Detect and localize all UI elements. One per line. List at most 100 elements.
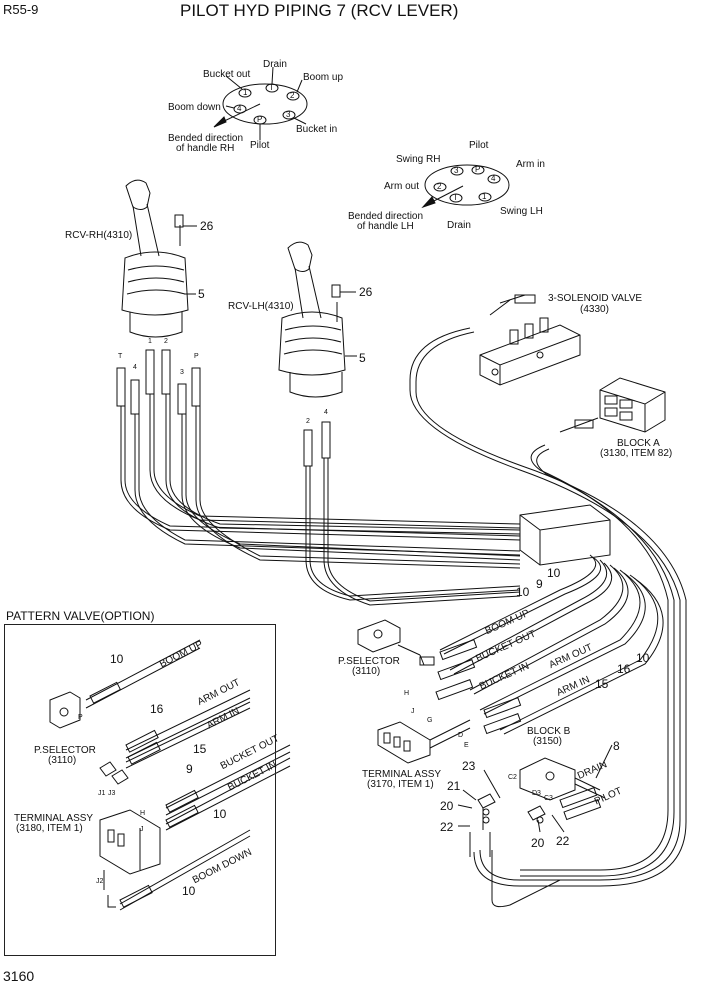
callout-leaders bbox=[183, 225, 613, 833]
lh-swing-lh-label: Swing LH bbox=[500, 206, 543, 217]
rh-port-3: 3 bbox=[286, 110, 291, 119]
inset-terminal-assy-ref: (3180, ITEM 1) bbox=[16, 823, 83, 834]
terminal-assy-ref: (3170, ITEM 1) bbox=[367, 779, 434, 790]
lh-pattern-disc bbox=[421, 164, 510, 209]
callout-20-b: 20 bbox=[531, 836, 545, 850]
rcv-lh-label: RCV-LH(4310) bbox=[228, 301, 294, 312]
inset-port-j: J bbox=[140, 826, 144, 833]
lh-port-4: 4 bbox=[491, 174, 496, 183]
callout-5-rh: 5 bbox=[198, 287, 205, 301]
rcv-rh-label: RCV-RH(4310) bbox=[65, 230, 133, 241]
block-a-label: BLOCK A bbox=[617, 438, 660, 449]
inset-terminal-assy-label: TERMINAL ASSY bbox=[14, 813, 94, 824]
callout-16-a: 16 bbox=[617, 662, 631, 676]
lh-port-p: P bbox=[475, 165, 481, 174]
lh-bended-label: Bended direction bbox=[348, 211, 424, 222]
rh-boom-up-label: Boom up bbox=[303, 72, 344, 83]
rh-of-handle-label: of handle RH bbox=[176, 143, 235, 154]
rh-hose-bundle bbox=[120, 394, 521, 569]
callout-23: 23 bbox=[462, 759, 476, 773]
lh-fittings bbox=[303, 421, 331, 467]
rh-port-1: 1 bbox=[243, 88, 248, 97]
inset-port-j2: J2 bbox=[96, 878, 104, 885]
junction-block bbox=[519, 504, 611, 566]
solenoid-valve-label: 3-SOLENOID VALVE bbox=[548, 293, 643, 304]
callout-26-rh: 26 bbox=[200, 219, 214, 233]
inset-callout-10-c: 10 bbox=[182, 884, 196, 898]
inset-port-j1: J1 bbox=[98, 790, 106, 797]
inset-callout-10-b: 10 bbox=[213, 807, 227, 821]
lh-arm-out-label: Arm out bbox=[384, 181, 420, 192]
rh-boom-down-label: Boom down bbox=[168, 102, 221, 113]
outer-loop-hoses bbox=[409, 327, 687, 908]
callout-10-a: 10 bbox=[547, 566, 561, 580]
block-b-ref: (3150) bbox=[533, 736, 562, 747]
lh-fitting-label-2: 2 bbox=[306, 418, 310, 425]
rh-bended-label: Bended direction bbox=[168, 133, 244, 144]
lh-swing-rh-label: Swing RH bbox=[396, 154, 441, 165]
inset-callout-15: 15 bbox=[193, 742, 207, 756]
lh-port-t: T bbox=[453, 193, 458, 202]
rh-fitting-label-2: 2 bbox=[164, 338, 168, 345]
model-code: R55-9 bbox=[3, 2, 39, 17]
terminal-port-h: H bbox=[404, 690, 410, 697]
callout-26-lh: 26 bbox=[359, 285, 373, 299]
page-title: PILOT HYD PIPING 7 (RCV LEVER) bbox=[180, 1, 459, 20]
rh-bucket-in-label: Bucket in bbox=[296, 124, 338, 135]
block-b-label: BLOCK B bbox=[527, 726, 571, 737]
inset-port-h: H bbox=[140, 810, 146, 817]
terminal-assy-label: TERMINAL ASSY bbox=[362, 769, 442, 780]
terminal-port-e: E bbox=[464, 742, 469, 749]
rcv-lh-lever bbox=[278, 241, 346, 398]
inset-title: PATTERN VALVE(OPTION) bbox=[6, 609, 155, 623]
rh-fitting-label-4: 4 bbox=[133, 364, 137, 371]
callout-10-b: 10 bbox=[516, 585, 530, 599]
rh-port-2: 2 bbox=[290, 91, 295, 100]
block-a-ref: (3130, ITEM 82) bbox=[600, 448, 673, 459]
terminal-port-g: G bbox=[427, 717, 433, 724]
rh-port-p: P bbox=[257, 115, 263, 124]
rh-pilot-label: Pilot bbox=[250, 140, 270, 151]
lh-port-1: 1 bbox=[482, 192, 487, 201]
callout-21: 21 bbox=[447, 779, 461, 793]
block-b-port-c2: C2 bbox=[508, 774, 517, 781]
lh-port-2: 2 bbox=[437, 182, 442, 191]
lh-drain-label: Drain bbox=[447, 220, 471, 231]
terminal-assy-body bbox=[377, 719, 471, 764]
callout-10-c: 10 bbox=[636, 651, 650, 665]
rh-fitting-label-3: 3 bbox=[180, 369, 184, 376]
callout-9-a: 9 bbox=[536, 577, 543, 591]
rh-port-4: 4 bbox=[237, 104, 242, 113]
inset-p-selector-label: P.SELECTOR bbox=[34, 745, 96, 756]
p-selector-ref: (3110) bbox=[352, 666, 381, 677]
block-a-body bbox=[559, 377, 666, 433]
rh-fitting-label-1: 1 bbox=[148, 338, 152, 345]
terminal-port-j: J bbox=[411, 708, 415, 715]
block-b-fittings bbox=[469, 793, 546, 857]
rh-pattern-disc bbox=[213, 66, 308, 140]
rcv-rh-lever bbox=[121, 179, 189, 338]
solenoid-valve-body bbox=[479, 294, 581, 386]
inset-port-j3: J3 bbox=[108, 790, 116, 797]
callout-8: 8 bbox=[613, 739, 620, 753]
rh-drain-label: Drain bbox=[263, 59, 287, 70]
inset-callout-16: 16 bbox=[150, 702, 164, 716]
inset-artwork bbox=[49, 639, 291, 911]
callout-5-lh: 5 bbox=[359, 351, 366, 365]
rh-bucket-out-label: Bucket out bbox=[203, 69, 251, 80]
lh-fitting-label-4: 4 bbox=[324, 409, 328, 416]
inset-frame bbox=[4, 624, 276, 956]
rh-fitting-label-t: T bbox=[118, 353, 123, 360]
block-b-port-d3: D3 bbox=[532, 790, 541, 797]
lh-of-handle-label: of handle LH bbox=[357, 221, 414, 232]
inset-p-selector-ref: (3110) bbox=[48, 755, 77, 766]
main-output-hoses bbox=[439, 554, 664, 735]
inset-port-p: P bbox=[78, 714, 83, 721]
callout-22-a: 22 bbox=[440, 820, 454, 834]
page-number: 3160 bbox=[3, 968, 35, 984]
inset-callout-10-a: 10 bbox=[110, 652, 124, 666]
hose-fittings-terminal bbox=[435, 639, 602, 821]
rh-fittings bbox=[116, 349, 201, 415]
rh-port-t: T bbox=[269, 83, 274, 92]
